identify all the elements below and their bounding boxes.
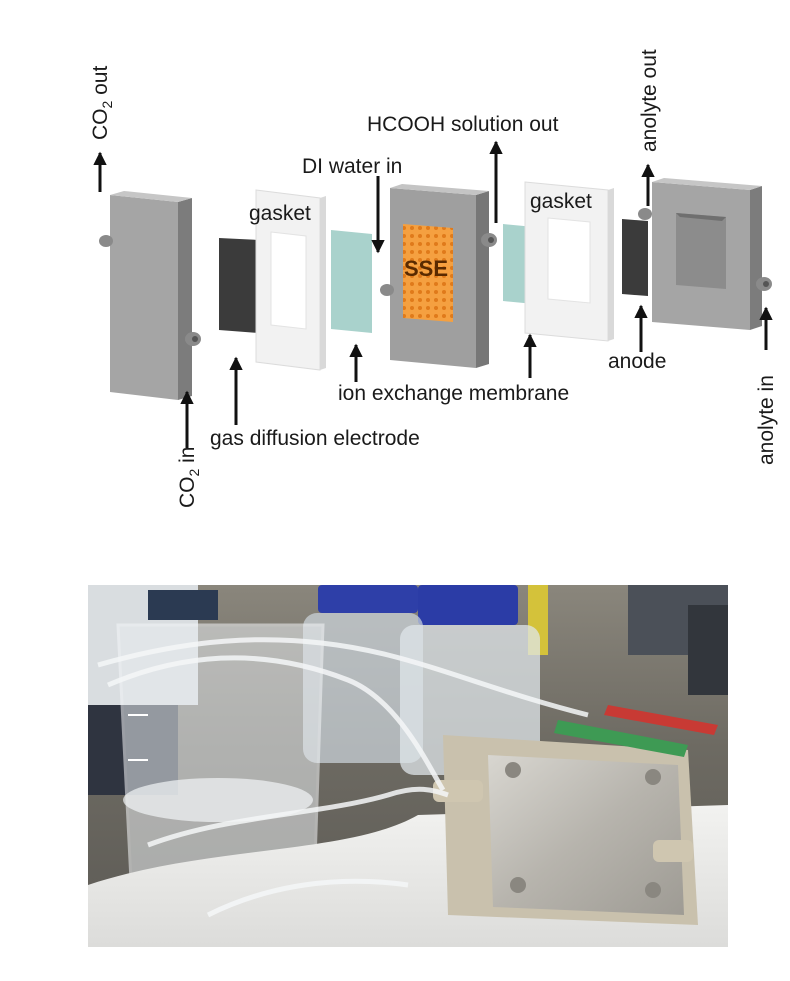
tubing-icon xyxy=(97,637,589,918)
sse-center-plate xyxy=(380,184,497,368)
flow-arrows xyxy=(93,140,773,448)
anode-label: anode xyxy=(608,350,666,373)
anolyte-out-port xyxy=(638,208,652,220)
di-water-in-port xyxy=(380,284,394,296)
flow-cell-exploded-diagram: CO2 out CO2 in gasket DI water in HCOOH … xyxy=(89,49,778,508)
hcooh-out-label: HCOOH solution out xyxy=(367,113,559,136)
sse-label: SSE xyxy=(404,256,448,281)
gas-diffusion-electrode xyxy=(219,238,259,333)
left-gasket xyxy=(255,189,326,371)
di-water-in-label: DI water in xyxy=(302,155,402,178)
gasket-left-label: gasket xyxy=(249,202,311,225)
co2-out-label: CO2 out xyxy=(89,66,115,140)
left-end-plate xyxy=(99,191,201,400)
anode-electrode xyxy=(622,219,648,296)
setup-photo xyxy=(88,585,728,947)
sse-layer xyxy=(403,224,453,322)
anolyte-in-label: anolyte in xyxy=(755,375,778,465)
gasket-right-label: gasket xyxy=(530,190,592,213)
right-gasket xyxy=(524,181,614,342)
right-end-plate xyxy=(638,178,772,330)
co2-in-label: CO2 in xyxy=(176,447,202,508)
flow-cell-icon xyxy=(433,735,698,925)
clip-icon xyxy=(554,705,718,757)
left-ion-exchange-membrane xyxy=(331,230,372,333)
co2-out-port xyxy=(99,235,113,247)
gas-diffusion-electrode-label: gas diffusion electrode xyxy=(210,427,420,450)
ion-exchange-membrane-label: ion exchange membrane xyxy=(338,382,569,405)
anolyte-out-label: anolyte out xyxy=(638,49,661,152)
